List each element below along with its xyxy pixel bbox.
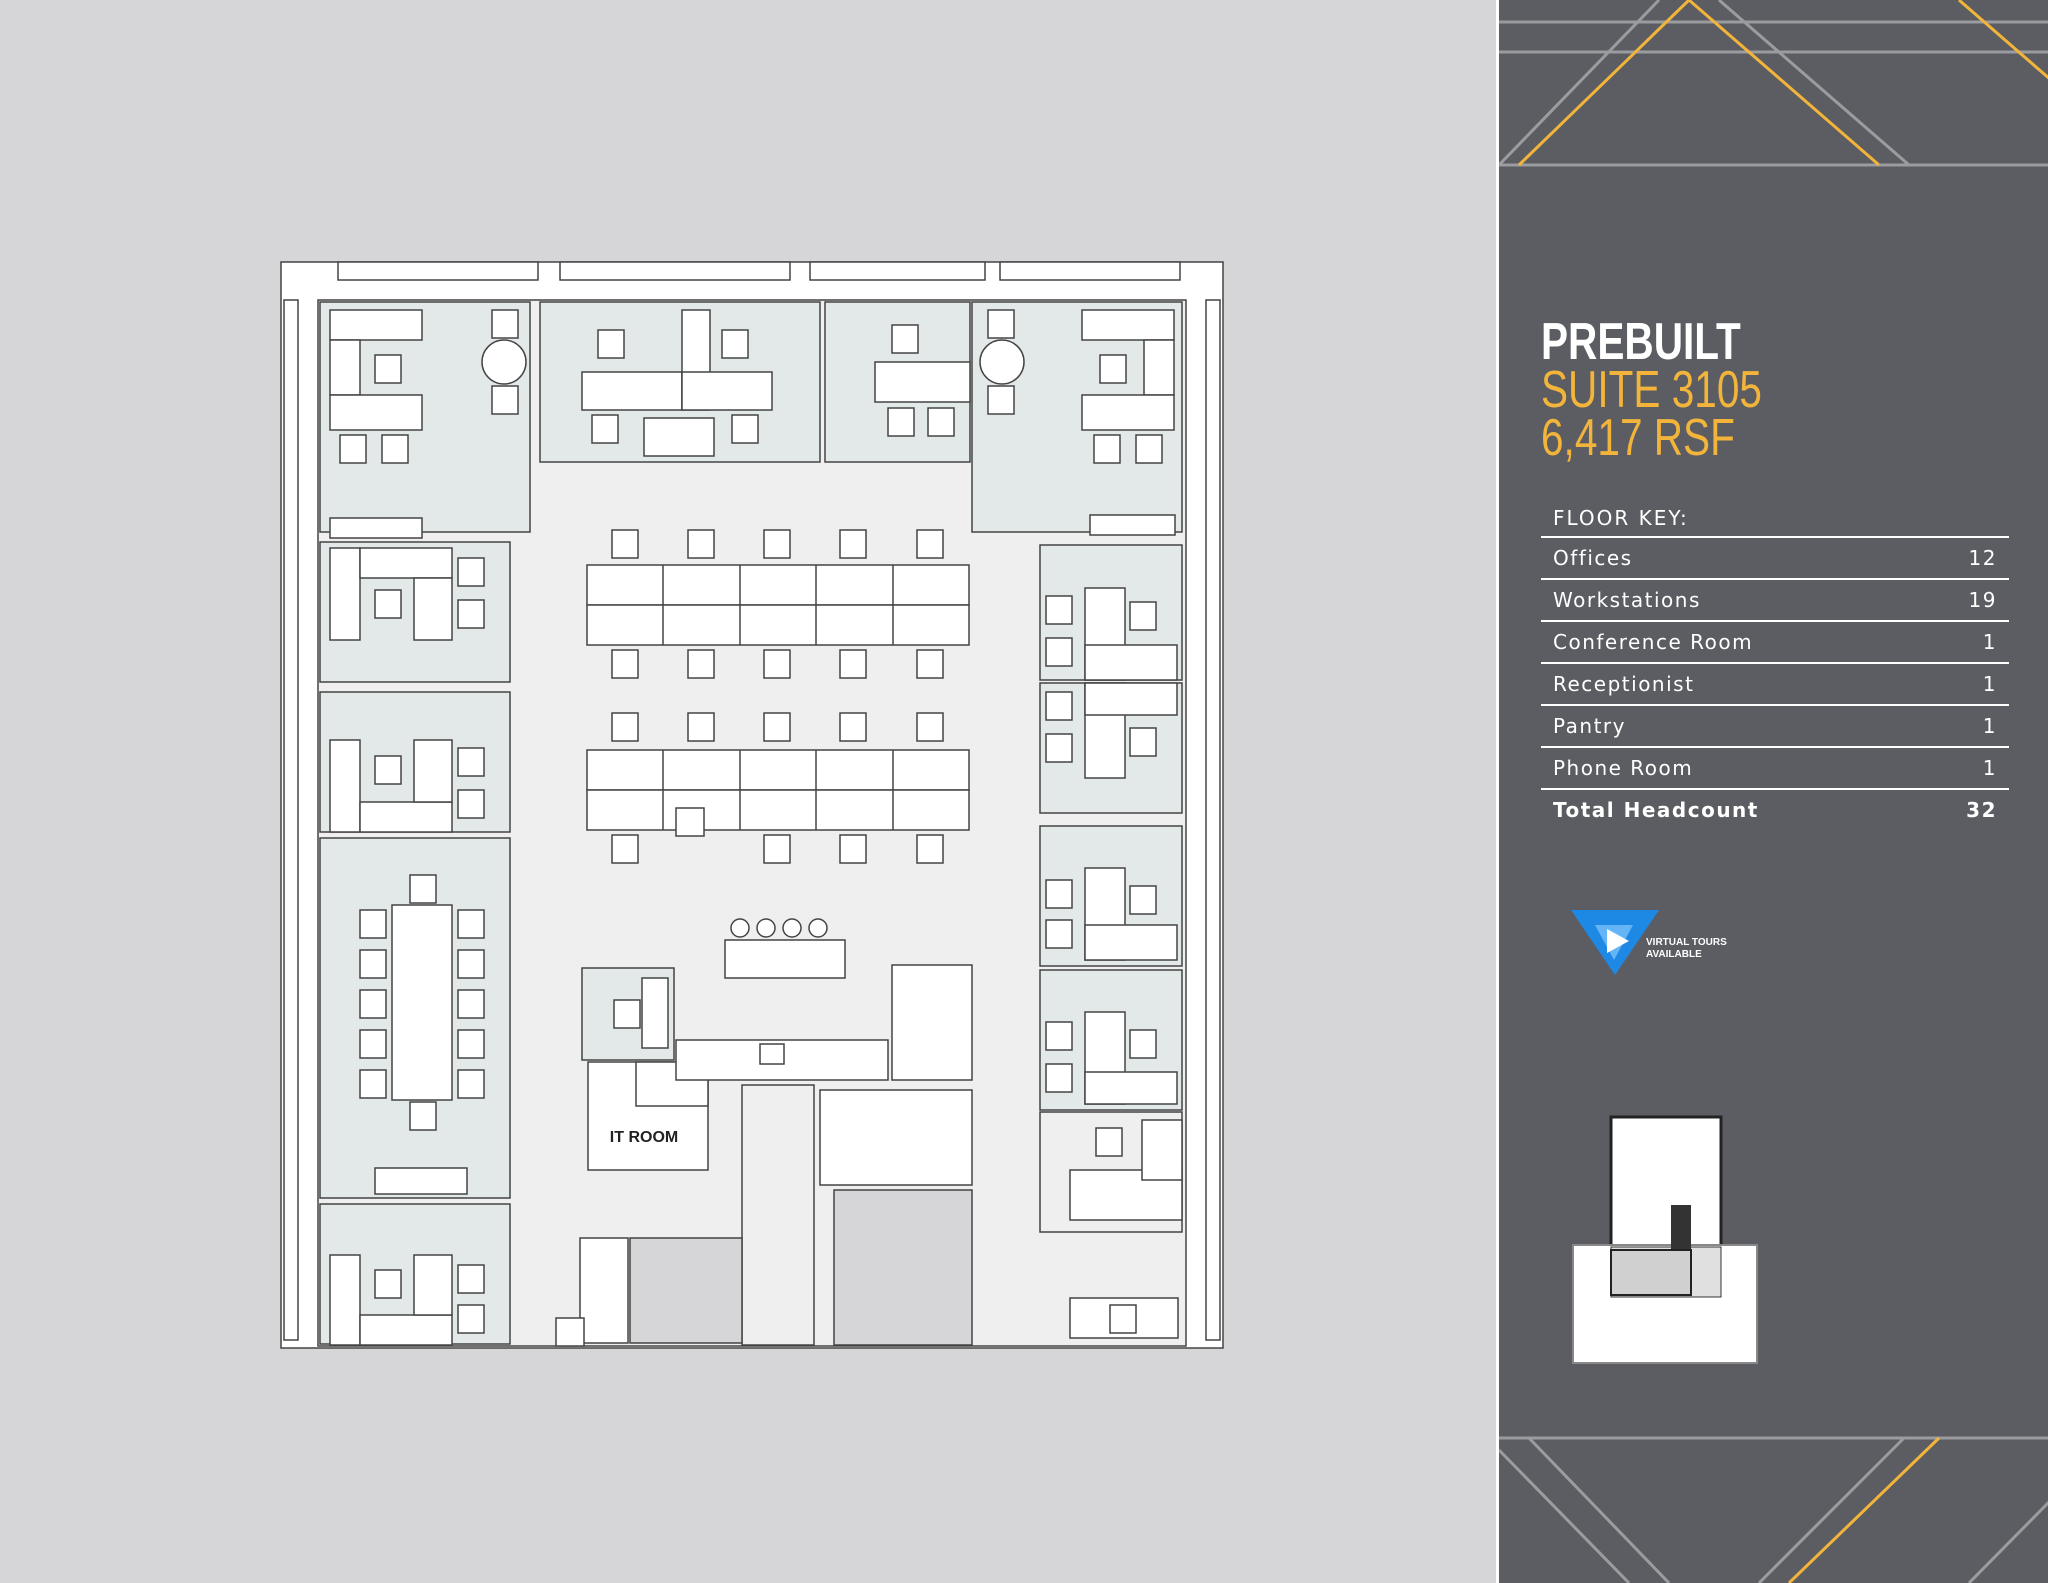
virtual-tours-logo-icon [1571,910,1659,975]
key-label: Phone Room [1553,756,1694,780]
key-row-total: Total Headcount 32 [1541,790,2009,830]
key-label: Conference Room [1553,630,1754,654]
virtual-tours-label: VIRTUAL TOURS AVAILABLE [1646,937,1727,961]
key-value: 12 [1968,546,1997,570]
key-row-conference: Conference Room 1 [1541,622,2009,664]
suite-number: SUITE 3105 [1541,361,1762,419]
workstations-upper [586,529,970,679]
key-label: Receptionist [1553,672,1695,696]
total-label: Total Headcount [1553,798,1759,822]
title-prebuilt: PREBUILT [1541,313,1741,371]
virtual-tours-line1: VIRTUAL TOURS [1646,937,1727,948]
key-value: 1 [1982,756,1997,780]
total-value: 32 [1966,798,1997,822]
key-value: 1 [1982,630,1997,654]
it-room-label: IT ROOM [610,1129,678,1146]
key-row-phone-room: Phone Room 1 [1541,748,2009,790]
floor-key-heading: FLOOR KEY: [1541,502,2009,538]
key-row-pantry: Pantry 1 [1541,706,2009,748]
sidebar: PREBUILT SUITE 3105 6,417 RSF FLOOR KEY:… [1496,0,2048,1583]
key-value: 19 [1968,588,1997,612]
pantry-island [724,939,846,979]
key-row-offices: Offices 12 [1541,538,2009,580]
bottom-decoration [1499,1436,2048,1583]
floor-plan-drawing: IT ROOM [280,261,1224,1349]
building-key-plan [1572,1115,1758,1364]
floor-key: FLOOR KEY: Offices 12 Workstations 19 Conf… [1541,502,2009,830]
virtual-tours-link[interactable]: VIRTUAL TOURS AVAILABLE [1571,905,1761,981]
key-row-workstations: Workstations 19 [1541,580,2009,622]
key-label: Offices [1553,546,1633,570]
top-decoration [1499,0,2048,167]
key-value: 1 [1982,672,1997,696]
key-label: Pantry [1553,714,1626,738]
key-row-receptionist: Receptionist 1 [1541,664,2009,706]
key-label: Workstations [1553,588,1701,612]
workstations-lower [586,712,970,864]
rentable-area: 6,417 RSF [1541,409,1735,467]
virtual-tours-line2: AVAILABLE [1646,949,1702,960]
floor-plan-area: IT ROOM [280,261,1224,1349]
key-value: 1 [1982,714,1997,738]
